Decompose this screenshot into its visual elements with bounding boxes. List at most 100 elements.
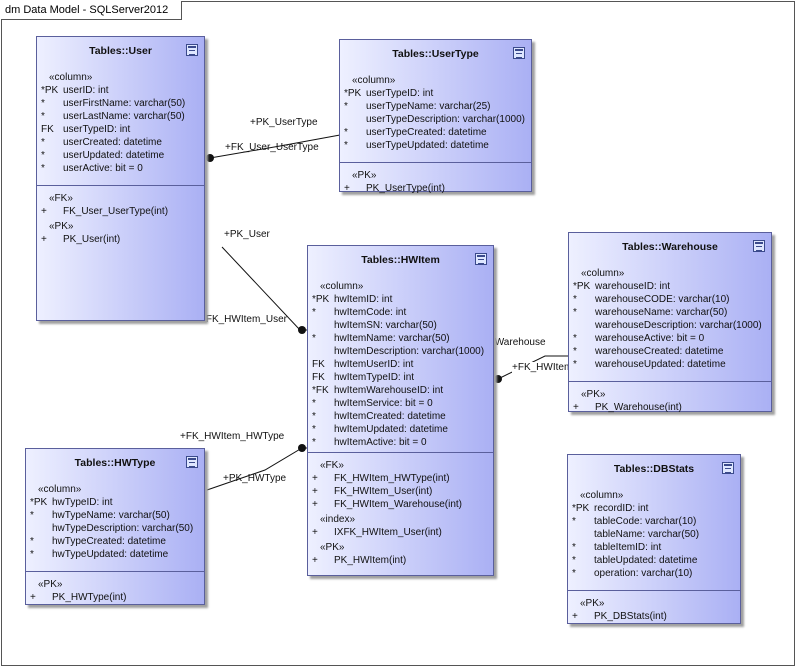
column-row: warehouseCreated: datetime xyxy=(595,346,724,357)
stereotype-pk: «PK» xyxy=(320,542,345,553)
column-marker: * xyxy=(572,568,576,579)
column-row: hwTypeCreated: datetime xyxy=(52,536,166,547)
stereotype-pk: «PK» xyxy=(352,170,377,181)
column-marker: *PK xyxy=(41,85,59,96)
column-row: userCreated: datetime xyxy=(63,137,162,148)
column-row: hwTypeName: varchar(50) xyxy=(52,510,170,521)
operation-row: PK_HWItem(int) xyxy=(334,555,407,566)
table-warehouse-title: Tables::Warehouse xyxy=(569,233,771,261)
operation-row: FK_HWItem_Warehouse(int) xyxy=(334,499,462,510)
op-marker: + xyxy=(30,592,36,603)
column-marker: * xyxy=(41,98,45,109)
column-marker: FK xyxy=(312,372,325,383)
column-marker: *PK xyxy=(572,503,590,514)
table-icon xyxy=(186,456,198,468)
column-marker: *PK xyxy=(344,88,362,99)
column-marker: *PK xyxy=(312,294,330,305)
column-marker: * xyxy=(312,307,316,318)
operation-row: PK_DBStats(int) xyxy=(594,611,667,622)
label-pk-hwtype: +PK_HWType xyxy=(223,473,287,484)
column-row: hwItemSN: varchar(50) xyxy=(334,320,437,331)
hwtype-operations: «PK» +PK_HWType(int) xyxy=(26,571,204,610)
column-row: hwTypeDescription: varchar(50) xyxy=(52,523,194,534)
table-user-title-text: Tables::User xyxy=(89,45,152,57)
label-fk-user-usertype: +FK_User_UserType xyxy=(225,142,319,153)
column-marker: * xyxy=(312,398,316,409)
table-hwtype-title-text: Tables::HWType xyxy=(74,457,156,469)
column-row: warehouseDescription: varchar(1000) xyxy=(595,320,762,331)
stereotype-column: «column» xyxy=(581,268,625,279)
column-row: userID: int xyxy=(63,85,109,96)
column-marker: * xyxy=(41,111,45,122)
column-row: userTypeCreated: datetime xyxy=(366,127,487,138)
table-hwtype-title: Tables::HWType xyxy=(26,449,204,477)
column-row: hwItemActive: bit = 0 xyxy=(334,437,427,448)
column-marker: * xyxy=(30,549,34,560)
column-marker: * xyxy=(573,307,577,318)
operation-row: PK_User(int) xyxy=(63,234,121,245)
op-marker: + xyxy=(312,499,318,510)
column-row: operation: varchar(10) xyxy=(594,568,693,579)
operation-row: PK_UserType(int) xyxy=(366,183,445,194)
column-marker: FK xyxy=(41,124,54,135)
column-row: userUpdated: datetime xyxy=(63,150,165,161)
stereotype-fk: «FK» xyxy=(320,460,344,471)
column-row: userLastName: varchar(50) xyxy=(63,111,185,122)
operation-row: PK_HWType(int) xyxy=(52,592,127,603)
column-marker: * xyxy=(312,411,316,422)
stereotype-column: «column» xyxy=(49,72,93,83)
table-user-title: Tables::User xyxy=(37,37,204,65)
column-row: hwItemTypeID: int xyxy=(334,372,415,383)
column-row: hwItemName: varchar(50) xyxy=(334,333,450,344)
table-icon xyxy=(186,44,198,56)
column-marker: * xyxy=(30,536,34,547)
user-operations: «FK» +FK_User_UserType(int) «PK» +PK_Use… xyxy=(37,185,204,252)
column-row: tableUpdated: datetime xyxy=(594,555,698,566)
column-marker: * xyxy=(573,346,577,357)
column-marker: * xyxy=(312,437,316,448)
operation-row: FK_HWItem_HWType(int) xyxy=(334,473,450,484)
op-marker: + xyxy=(312,486,318,497)
column-marker: * xyxy=(30,510,34,521)
label-fk-hwitem-user: +FK_HWItem_User xyxy=(200,314,287,325)
column-row: hwItemUserID: int xyxy=(334,359,414,370)
op-marker: + xyxy=(312,527,318,538)
stereotype-fk: «FK» xyxy=(49,193,73,204)
column-row: warehouseActive: bit = 0 xyxy=(595,333,705,344)
column-row: hwItemCode: int xyxy=(334,307,407,318)
column-row: userFirstName: varchar(50) xyxy=(63,98,186,109)
table-dbstats-title-text: Tables::DBStats xyxy=(613,463,695,475)
column-marker: *FK xyxy=(312,385,329,396)
column-marker: * xyxy=(573,333,577,344)
column-row: userTypeName: varchar(25) xyxy=(366,101,491,112)
link-hwitem-warehouse-end xyxy=(494,375,502,383)
table-dbstats-title: Tables::DBStats xyxy=(568,455,740,483)
table-usertype-title-text: Tables::UserType xyxy=(392,48,479,60)
link-user-usertype-end xyxy=(206,154,214,162)
stereotype-index: «index» xyxy=(320,514,356,525)
stereotype-column: «column» xyxy=(352,75,396,86)
link-hwitem-user-end xyxy=(298,326,306,334)
op-marker: + xyxy=(572,611,578,622)
column-marker: * xyxy=(41,150,45,161)
diagram-title: dm Data Model - SQLServer2012 xyxy=(1,1,182,20)
column-row: hwItemService: bit = 0 xyxy=(334,398,433,409)
column-row: warehouseCODE: varchar(10) xyxy=(595,294,730,305)
column-row: userTypeUpdated: datetime xyxy=(366,140,489,151)
column-row: hwItemID: int xyxy=(334,294,393,305)
op-marker: + xyxy=(312,555,318,566)
column-row: hwTypeID: int xyxy=(52,497,113,508)
operation-row: PK_Warehouse(int) xyxy=(595,402,682,413)
table-usertype-title: Tables::UserType xyxy=(340,40,531,68)
column-row: tableCode: varchar(10) xyxy=(594,516,697,527)
stereotype-pk: «PK» xyxy=(49,221,74,232)
column-row: hwItemWarehouseID: int xyxy=(334,385,444,396)
